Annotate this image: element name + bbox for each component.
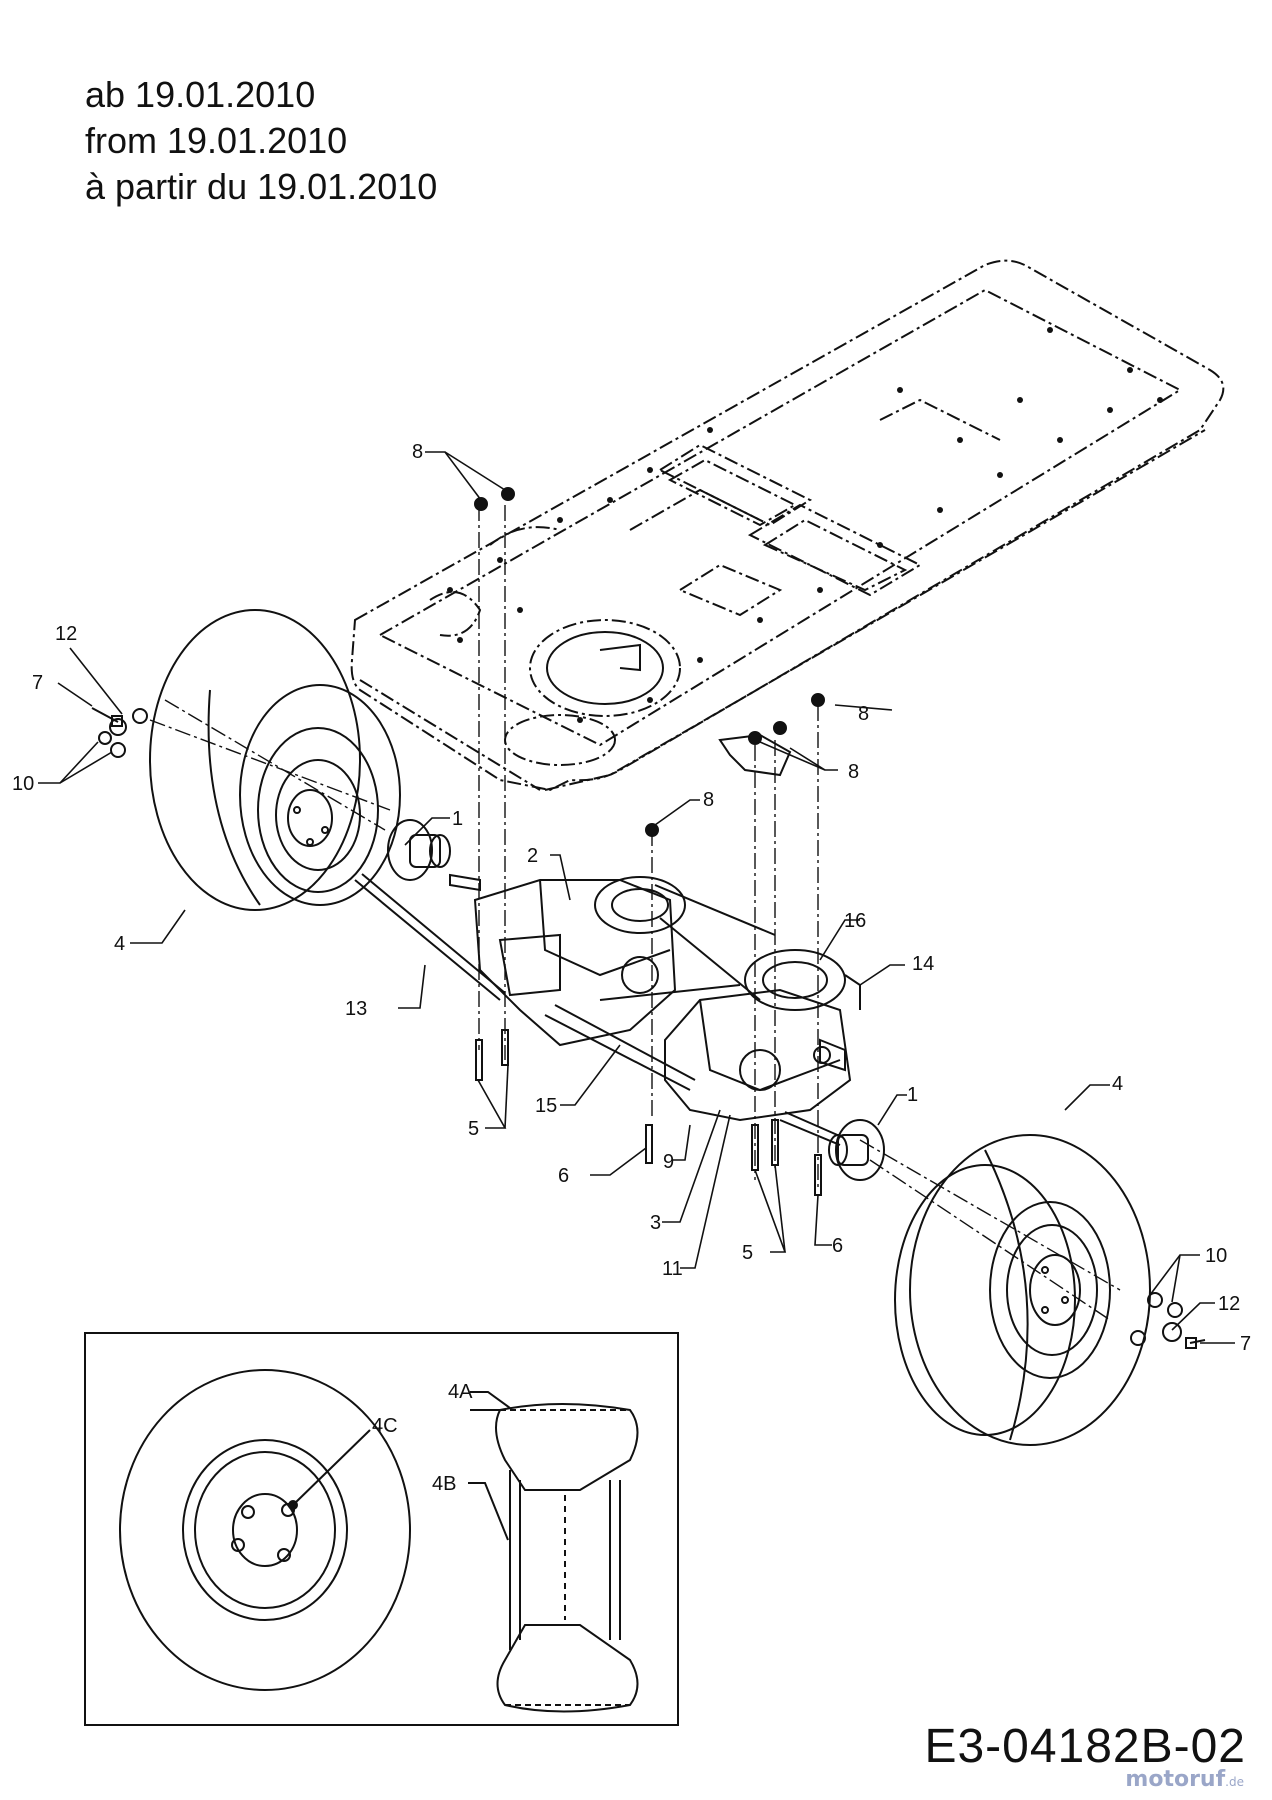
callout-11: 11 xyxy=(662,1258,683,1280)
right-wheel-fasteners xyxy=(1130,1292,1206,1349)
callout-12-left: 12 xyxy=(55,623,77,645)
callout-7-right: 7 xyxy=(1240,1333,1251,1355)
callout-7-left: 7 xyxy=(32,672,43,694)
callout-12-right: 12 xyxy=(1218,1293,1240,1315)
callout-8-right-upper: 8 xyxy=(858,703,869,725)
axle-shaft xyxy=(354,873,843,1146)
callout-9: 9 xyxy=(663,1151,674,1173)
inset-wheel-side-view xyxy=(119,1369,411,1691)
validity-date-en: from 19.01.2010 xyxy=(85,120,348,161)
inset-wheel-section xyxy=(468,1391,639,1713)
right-transmission xyxy=(664,949,852,1122)
callout-4C: 4C xyxy=(372,1415,398,1437)
inset-frame xyxy=(84,1332,679,1726)
callout-15: 15 xyxy=(535,1095,557,1117)
callout-5-right: 5 xyxy=(742,1242,753,1264)
left-rear-wheel xyxy=(149,609,401,911)
callout-5-left: 5 xyxy=(468,1118,479,1140)
callout-6-left: 6 xyxy=(558,1165,569,1187)
drive-belt xyxy=(599,884,776,1001)
callout-4-left: 4 xyxy=(114,933,125,955)
linkage-rod xyxy=(844,974,861,1010)
callout-8-top: 8 xyxy=(412,441,423,463)
left-transmission xyxy=(449,873,686,1047)
callout-8-center: 8 xyxy=(703,789,714,811)
callout-8-right-lower: 8 xyxy=(848,761,859,783)
leader-lines xyxy=(38,451,1235,1344)
alignment-lines xyxy=(149,505,1121,1321)
callout-13: 13 xyxy=(345,998,367,1020)
callout-6-right: 6 xyxy=(832,1235,843,1257)
callout-2: 2 xyxy=(527,845,538,867)
callout-1-left: 1 xyxy=(452,808,463,830)
right-rear-wheel xyxy=(894,1134,1151,1446)
callout-16: 16 xyxy=(844,910,866,932)
left-wheel-fasteners xyxy=(91,707,148,758)
frame-center-opening xyxy=(504,619,681,766)
cross-rod xyxy=(544,1004,696,1091)
frame-bolts xyxy=(474,487,825,837)
left-hub xyxy=(387,819,451,881)
frame-holes xyxy=(447,327,1163,723)
callout-3: 3 xyxy=(650,1212,661,1234)
validity-header: ab 19.01.2010 from 19.01.2010 à partir d… xyxy=(85,72,437,210)
right-hub xyxy=(828,1119,885,1181)
callout-14: 14 xyxy=(912,953,934,975)
callout-10-right: 10 xyxy=(1205,1245,1227,1267)
frame-plate xyxy=(350,259,1225,792)
watermark-tld: .de xyxy=(1225,1775,1244,1789)
validity-date-fr: à partir du 19.01.2010 xyxy=(85,166,438,207)
callout-1-right: 1 xyxy=(907,1084,918,1106)
callout-10-left: 10 xyxy=(12,773,34,795)
watermark-logo: motoruf.de xyxy=(1125,1767,1244,1792)
callout-4A: 4A xyxy=(448,1381,473,1403)
callout-4-right: 4 xyxy=(1112,1073,1123,1095)
validity-date-de: ab 19.01.2010 xyxy=(85,74,316,115)
watermark-brand: motoruf xyxy=(1125,1767,1226,1792)
callout-4B: 4B xyxy=(432,1473,456,1495)
document-number: E3-04182B-02 xyxy=(924,1720,1246,1773)
callout-labels: 8 12 7 10 1 2 4 13 8 8 8 16 14 5 15 6 9 … xyxy=(12,441,1251,1495)
